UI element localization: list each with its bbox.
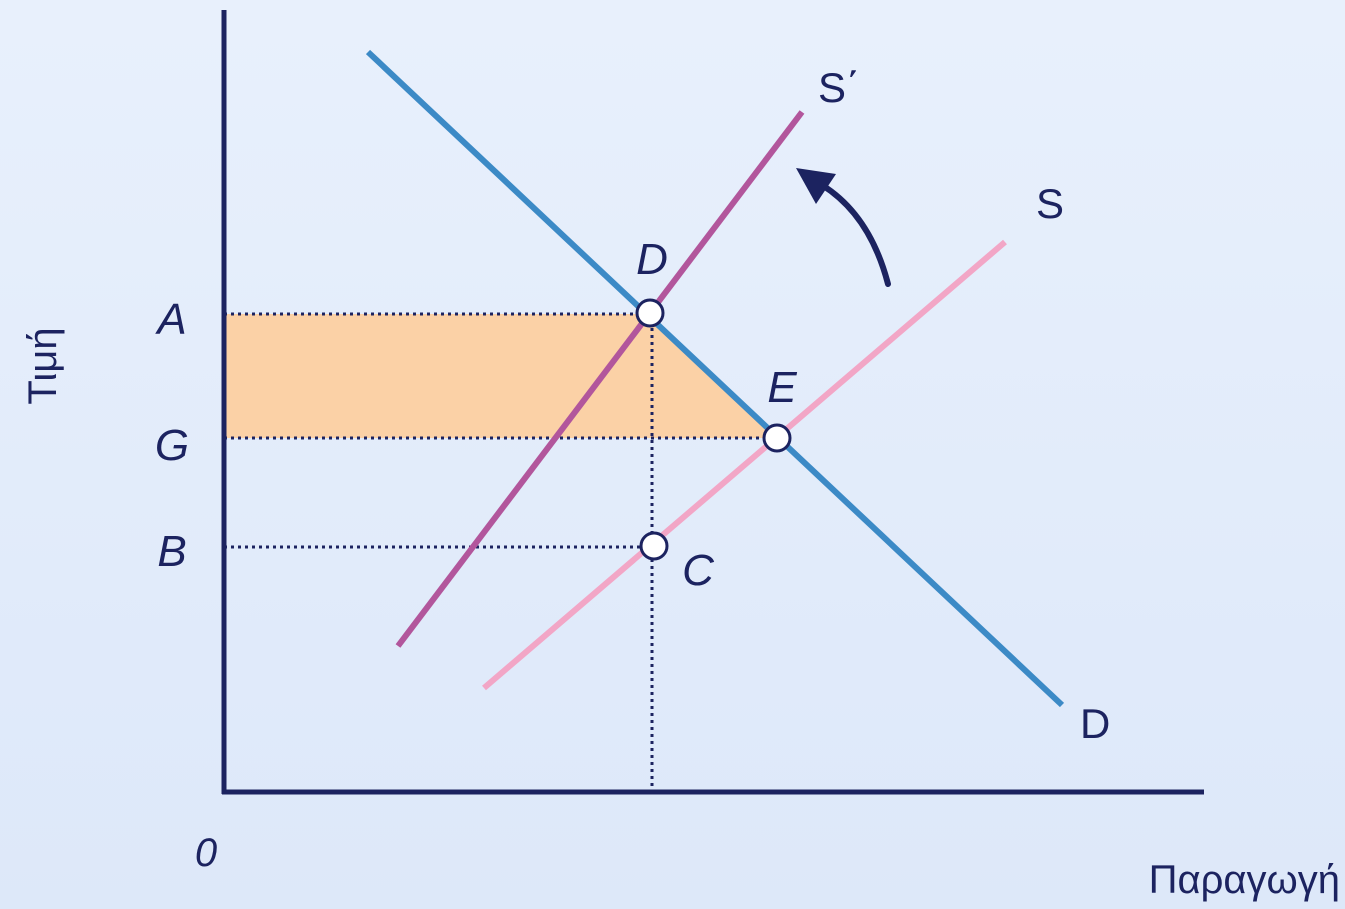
demand-curve (365, 49, 1065, 708)
supply-shifted-label: S΄ (818, 64, 860, 111)
y-axis-title: Τιμή (21, 327, 65, 404)
point-e-marker (762, 423, 792, 453)
shift-arrow-icon (819, 182, 891, 287)
shift-arrow-head (796, 168, 836, 204)
supply-label: S (1036, 180, 1064, 227)
price-label-b: B (157, 527, 186, 576)
point-d-marker (635, 298, 665, 328)
demand-label: D (1080, 700, 1110, 747)
point-c-marker (639, 531, 669, 561)
x-axis-title: Παραγωγή (1149, 858, 1340, 902)
supply-curve (482, 239, 1007, 691)
price-label-g: G (155, 421, 189, 470)
point-d-label: D (636, 235, 668, 284)
shaded-area (224, 314, 777, 438)
point-e-label: E (767, 363, 797, 412)
supply-shifted-curve (395, 110, 805, 648)
origin-label: 0 (195, 831, 217, 875)
point-c-label: C (682, 546, 715, 595)
price-label-a: A (154, 295, 186, 344)
